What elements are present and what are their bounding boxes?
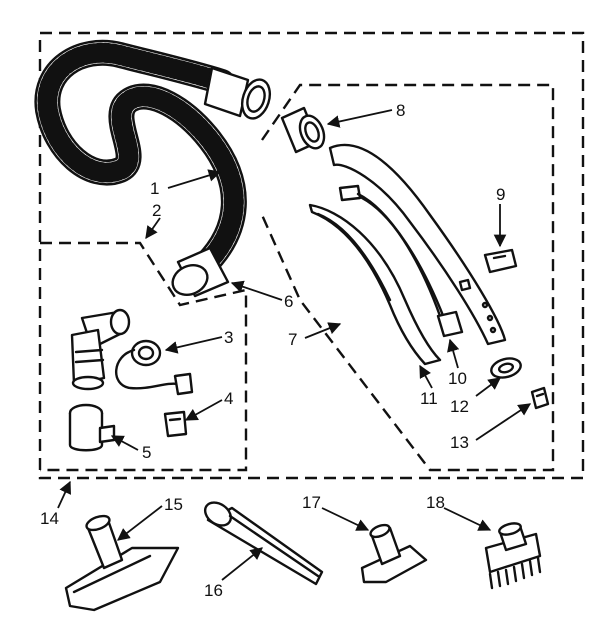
label-17: 17 <box>302 493 321 512</box>
cord-part-3 <box>114 339 194 396</box>
subassembly-boundary-7 <box>260 83 555 472</box>
part-numbers: 1 2 3 4 5 6 7 8 9 10 11 12 13 14 15 16 1… <box>40 101 505 600</box>
handle-housing <box>328 143 507 346</box>
elbow-adapter <box>70 308 131 391</box>
swivel-part-8 <box>280 106 326 154</box>
label-10: 10 <box>448 369 467 388</box>
label-7: 7 <box>288 330 297 349</box>
label-9: 9 <box>496 185 505 204</box>
brush-part-18 <box>484 522 542 590</box>
switch-wire-10 <box>338 184 464 338</box>
coupler-part-5 <box>68 403 116 452</box>
label-18: 18 <box>426 493 445 512</box>
subassembly-boundary-2 <box>40 241 248 472</box>
crevice-tool-part-16 <box>203 501 324 586</box>
hose-part-1 <box>34 39 272 298</box>
label-11: 11 <box>420 389 438 408</box>
label-4: 4 <box>224 389 233 408</box>
label-14: 14 <box>40 509 59 528</box>
leader-lines <box>57 109 532 581</box>
label-3: 3 <box>224 328 233 347</box>
latch-part-9 <box>483 248 518 274</box>
label-16: 16 <box>204 581 223 600</box>
label-12: 12 <box>450 397 469 416</box>
label-15: 15 <box>164 495 183 514</box>
clip-part-4 <box>163 410 188 438</box>
floor-tool-part-15 <box>64 514 180 612</box>
label-2: 2 <box>152 201 161 220</box>
label-13: 13 <box>450 433 469 452</box>
upholstery-tool-part-17 <box>360 523 428 584</box>
assembly-boundary-14 <box>38 31 585 480</box>
handle-half-11 <box>308 203 442 366</box>
label-8: 8 <box>396 101 405 120</box>
spring-part-13 <box>530 386 550 410</box>
label-5: 5 <box>142 443 151 462</box>
button-part-12 <box>490 357 522 379</box>
label-6: 6 <box>284 292 293 311</box>
label-1: 1 <box>150 179 159 198</box>
